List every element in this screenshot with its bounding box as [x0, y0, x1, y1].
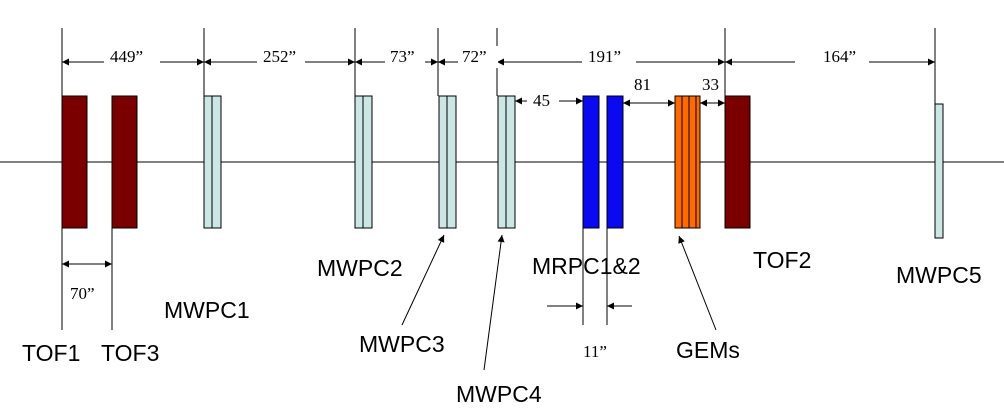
dim-tof2-mwpc5: 164” [823, 47, 856, 66]
label-tof1: TOF1 [22, 340, 80, 366]
mwpc3-block [438, 95, 457, 229]
label-mwpc2: MWPC2 [317, 255, 403, 281]
label-mrpc: MRPC1&2 [532, 253, 641, 279]
dim-mwpc1-mwpc2: 252” [263, 47, 296, 66]
tof2-block [724, 95, 751, 229]
tof3-block [111, 95, 138, 229]
gems-block [674, 95, 701, 229]
dim-mwpc3-mwpc4: 72” [462, 47, 487, 66]
label-mwpc5: MWPC5 [896, 262, 982, 288]
dim-mwpc4-tof2: 191” [588, 47, 621, 66]
mrpc1-block [582, 95, 600, 229]
pointer-arrows [401, 234, 717, 371]
dim-mwpc2-mwpc3: 73” [390, 47, 415, 66]
mrpc2-block [606, 95, 624, 229]
label-gems: GEMs [676, 337, 740, 363]
label-tof3: TOF3 [101, 340, 159, 366]
dimension-label-backgrounds [104, 46, 869, 111]
dim-tof1-mwpc1: 449” [110, 47, 143, 66]
label-mwpc3: MWPC3 [359, 331, 445, 357]
dim-mwpc4-mrpc: 45 [533, 91, 550, 110]
label-tof2: TOF2 [753, 247, 811, 273]
dim-tof1-tof3: 70” [70, 284, 95, 303]
mwpc2-block [354, 95, 373, 229]
dim-mrpc-gap: 11” [583, 342, 607, 361]
dim-gems-tof2: 33 [702, 75, 719, 94]
label-mwpc1: MWPC1 [164, 297, 250, 323]
mwpc1-block [203, 95, 222, 229]
dim-mrpc-gems: 81 [634, 75, 651, 94]
mwpc5-block [934, 103, 944, 239]
tof1-block [61, 95, 88, 229]
label-mwpc4: MWPC4 [456, 381, 542, 407]
mwpc4-block [497, 95, 516, 229]
